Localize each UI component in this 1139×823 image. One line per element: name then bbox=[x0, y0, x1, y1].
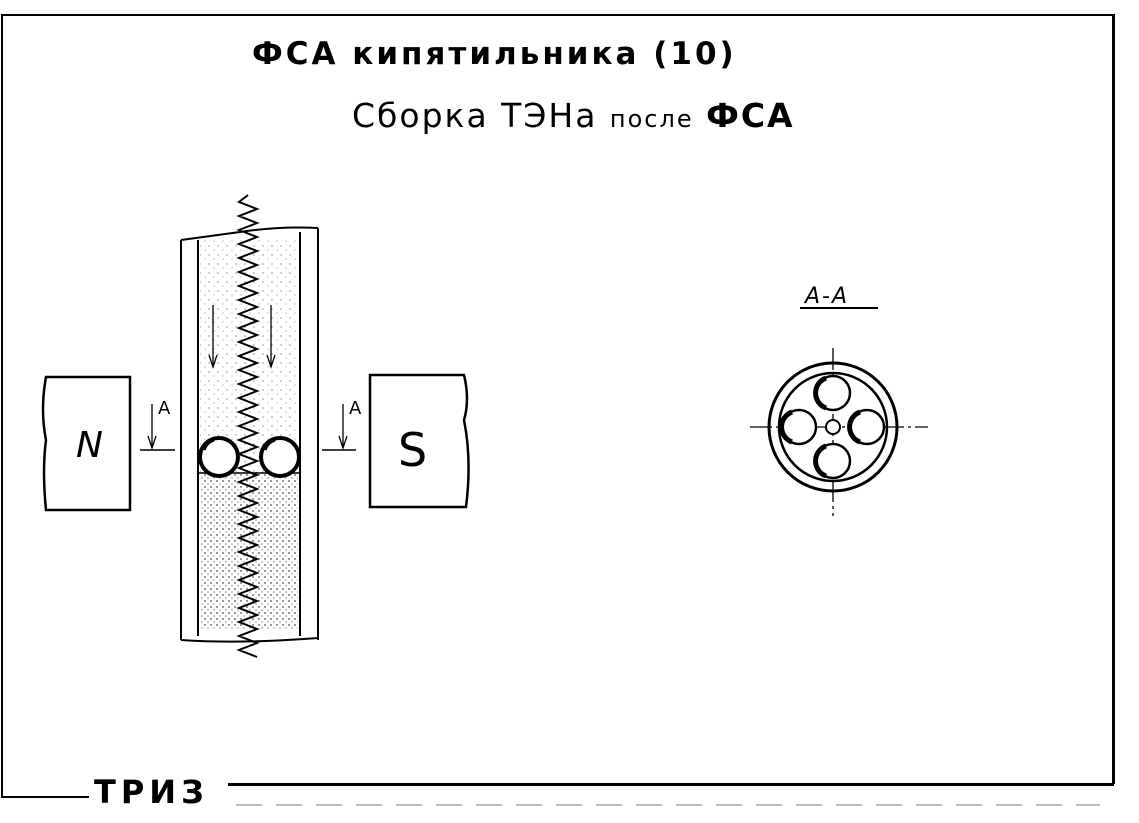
footer-label: ТРИЗ bbox=[94, 773, 209, 811]
section-inner-ring bbox=[777, 371, 889, 483]
frame-top-border bbox=[1, 14, 1115, 16]
cut-mark-right: А bbox=[322, 398, 362, 451]
frame-left-border bbox=[1, 14, 3, 796]
subtitle-part2: после bbox=[609, 105, 694, 133]
magnet-north: N bbox=[41, 375, 132, 512]
frame-bottom-left-border bbox=[1, 796, 89, 798]
page-subtitle: Сборка ТЭНа после ФСА bbox=[352, 96, 795, 135]
magnet-north-label: N bbox=[76, 425, 103, 466]
cut-mark-left: А bbox=[140, 398, 175, 451]
tube-bottom-edge bbox=[180, 637, 319, 643]
tube-lower-fill bbox=[200, 472, 298, 630]
tube-top-edge bbox=[180, 226, 319, 241]
subtitle-part3: ФСА bbox=[706, 96, 795, 135]
flow-arrows bbox=[208, 305, 276, 370]
ball-left bbox=[198, 436, 240, 478]
subtitle-part1: Сборка ТЭНа bbox=[352, 96, 598, 135]
ball-right bbox=[259, 436, 301, 478]
heating-spiral bbox=[236, 194, 260, 658]
section-view: А-А bbox=[750, 284, 928, 516]
section-center-wire bbox=[825, 419, 841, 435]
cut-label-right: А bbox=[349, 398, 362, 419]
heater-tube bbox=[180, 226, 319, 643]
magnetic-balls bbox=[198, 436, 301, 478]
magnet-south: S bbox=[368, 373, 470, 509]
page-title: ФСА кипятильника (10) bbox=[252, 36, 737, 72]
magnet-south-label: S bbox=[398, 423, 427, 477]
cut-label-left: А bbox=[158, 398, 171, 419]
section-outer-ring bbox=[767, 361, 899, 493]
frame-right-border bbox=[1112, 14, 1115, 784]
frame-bottom-border bbox=[228, 783, 1114, 786]
section-label: А-А bbox=[803, 284, 849, 309]
section-balls bbox=[779, 374, 886, 480]
